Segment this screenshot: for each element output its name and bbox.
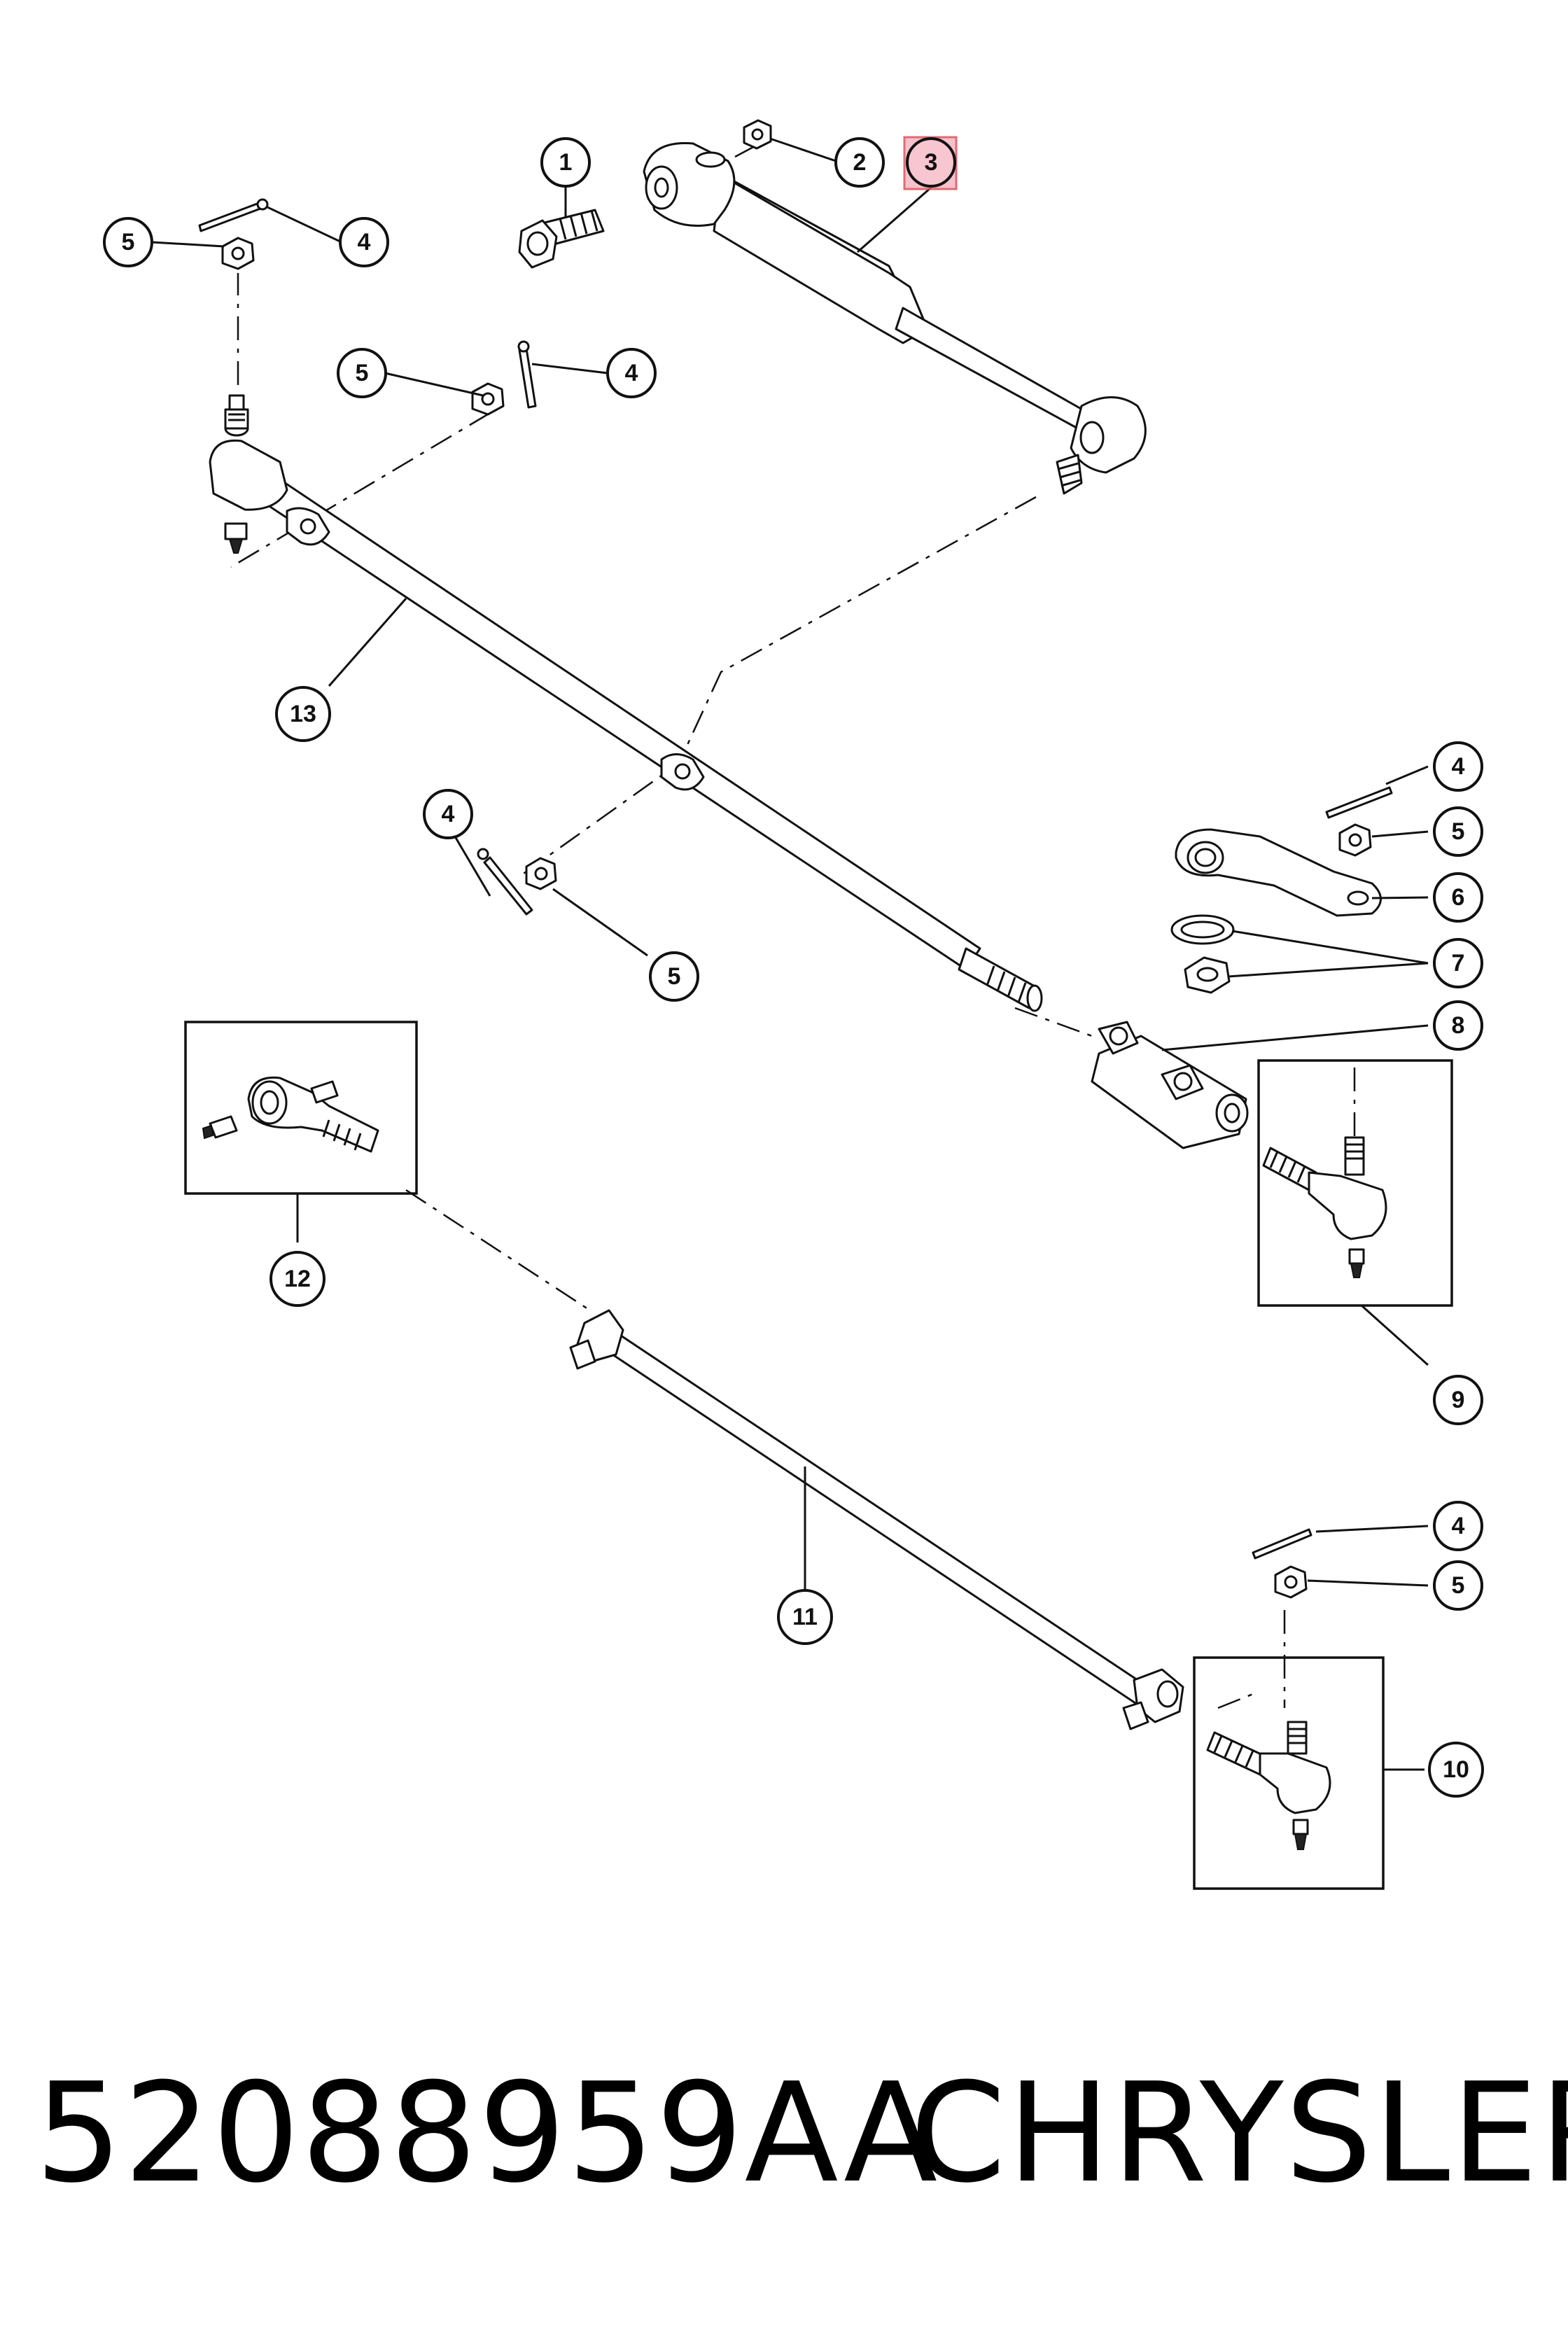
callout-4-top-left: 4 bbox=[340, 218, 388, 266]
cotter-pin-right[interactable] bbox=[1253, 1530, 1311, 1558]
callout-2: 2 bbox=[836, 139, 883, 186]
castle-nut-pitman[interactable] bbox=[1340, 825, 1371, 855]
callout-6: 6 bbox=[1434, 874, 1482, 921]
callout-label-7: 7 bbox=[1452, 950, 1465, 976]
tie-rod-end-inner[interactable] bbox=[203, 1077, 378, 1152]
castle-nut-lower-left[interactable] bbox=[526, 858, 556, 889]
castle-nut-top-left[interactable] bbox=[223, 238, 253, 269]
callout-label-9: 9 bbox=[1452, 1387, 1465, 1413]
callout-label-5: 5 bbox=[668, 963, 681, 990]
brand-name: CHRYSLER bbox=[910, 2054, 1568, 2213]
callout-9: 9 bbox=[1434, 1376, 1482, 1424]
callout-11: 11 bbox=[778, 1590, 832, 1644]
center-link-tube[interactable] bbox=[210, 396, 1042, 1011]
callout-label-13: 13 bbox=[290, 701, 316, 727]
callout-label-4: 4 bbox=[442, 801, 455, 827]
callout-4-mid: 4 bbox=[608, 349, 655, 397]
callout-label-1: 1 bbox=[559, 149, 573, 176]
damper-nut[interactable] bbox=[744, 120, 771, 148]
lock-washer[interactable] bbox=[1172, 916, 1233, 944]
callout-3[interactable]: 3 bbox=[904, 137, 956, 189]
callout-label-8: 8 bbox=[1452, 1012, 1465, 1039]
callout-4-right: 4 bbox=[1434, 1502, 1482, 1550]
leader-lines bbox=[152, 139, 1428, 1770]
callout-12: 12 bbox=[271, 1252, 324, 1306]
damper-bolt[interactable] bbox=[519, 210, 603, 267]
callout-5-top-left: 5 bbox=[104, 218, 152, 266]
adjuster-sleeve[interactable] bbox=[1092, 1022, 1247, 1148]
callout-8: 8 bbox=[1434, 1002, 1482, 1049]
detail-frame-9 bbox=[1259, 1060, 1452, 1306]
callout-label-10: 10 bbox=[1443, 1756, 1469, 1783]
cotter-pin-pitman[interactable] bbox=[1326, 788, 1392, 818]
callout-10: 10 bbox=[1429, 1743, 1483, 1796]
callout-label-12: 12 bbox=[284, 1266, 311, 1292]
callout-label-4: 4 bbox=[358, 229, 371, 255]
detail-frame-12 bbox=[186, 1022, 416, 1194]
tie-rod-tube[interactable] bbox=[570, 1310, 1183, 1729]
pitman-arm[interactable] bbox=[1176, 830, 1381, 916]
callout-label-5: 5 bbox=[356, 360, 369, 386]
callout-label-11: 11 bbox=[792, 1604, 818, 1630]
steering-damper[interactable] bbox=[644, 144, 1145, 494]
callout-label-4: 4 bbox=[1452, 1513, 1465, 1539]
callout-1: 1 bbox=[542, 139, 589, 186]
callout-label-6: 6 bbox=[1452, 884, 1465, 911]
callout-5-lower-left: 5 bbox=[650, 953, 698, 1000]
callout-5-right: 5 bbox=[1434, 1562, 1482, 1609]
callout-label-3: 3 bbox=[925, 149, 938, 176]
pitman-nut[interactable] bbox=[1185, 958, 1229, 993]
part-number: 52088959AA bbox=[35, 2054, 939, 2213]
callout-label-5: 5 bbox=[122, 229, 135, 255]
callout-7: 7 bbox=[1434, 939, 1482, 987]
callout-label-4: 4 bbox=[1452, 753, 1465, 780]
cotter-pin-lower-left[interactable] bbox=[478, 849, 532, 914]
callout-label-4: 4 bbox=[625, 360, 638, 386]
callout-4-pitman: 4 bbox=[1434, 743, 1482, 790]
callout-label-5: 5 bbox=[1452, 1572, 1465, 1599]
assembly-center-lines bbox=[231, 146, 1354, 1708]
detail-frame-10 bbox=[1194, 1658, 1383, 1889]
castle-nut-mid[interactable] bbox=[472, 384, 503, 414]
tie-rod-end-outer[interactable] bbox=[1264, 1138, 1386, 1278]
callout-label-2: 2 bbox=[853, 149, 867, 176]
tie-rod-end-right[interactable] bbox=[1208, 1722, 1330, 1849]
cotter-pin-top-left[interactable] bbox=[200, 200, 267, 231]
callout-5-pitman: 5 bbox=[1434, 808, 1482, 855]
callout-label-5: 5 bbox=[1452, 818, 1465, 845]
cotter-pin-mid[interactable] bbox=[519, 342, 536, 407]
callout-13: 13 bbox=[276, 687, 330, 741]
callout-5-mid: 5 bbox=[338, 349, 386, 397]
callout-4-lower-left: 4 bbox=[424, 790, 472, 838]
castle-nut-right[interactable] bbox=[1275, 1567, 1306, 1597]
